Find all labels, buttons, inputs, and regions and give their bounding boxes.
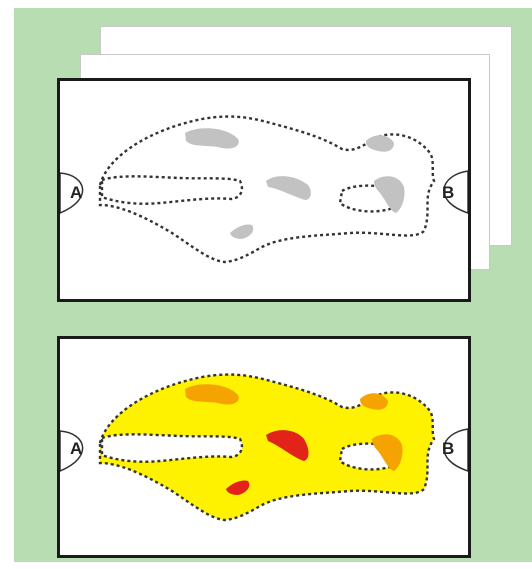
top-label-b: B <box>442 183 454 203</box>
bottom-label-a: A <box>70 439 82 459</box>
bottom-label-b: B <box>442 439 454 459</box>
bottom-map <box>60 339 468 555</box>
top-map <box>60 81 468 299</box>
top-panel: A B <box>57 78 471 302</box>
bottom-panel: A B <box>57 336 471 558</box>
top-label-a: A <box>70 183 82 203</box>
